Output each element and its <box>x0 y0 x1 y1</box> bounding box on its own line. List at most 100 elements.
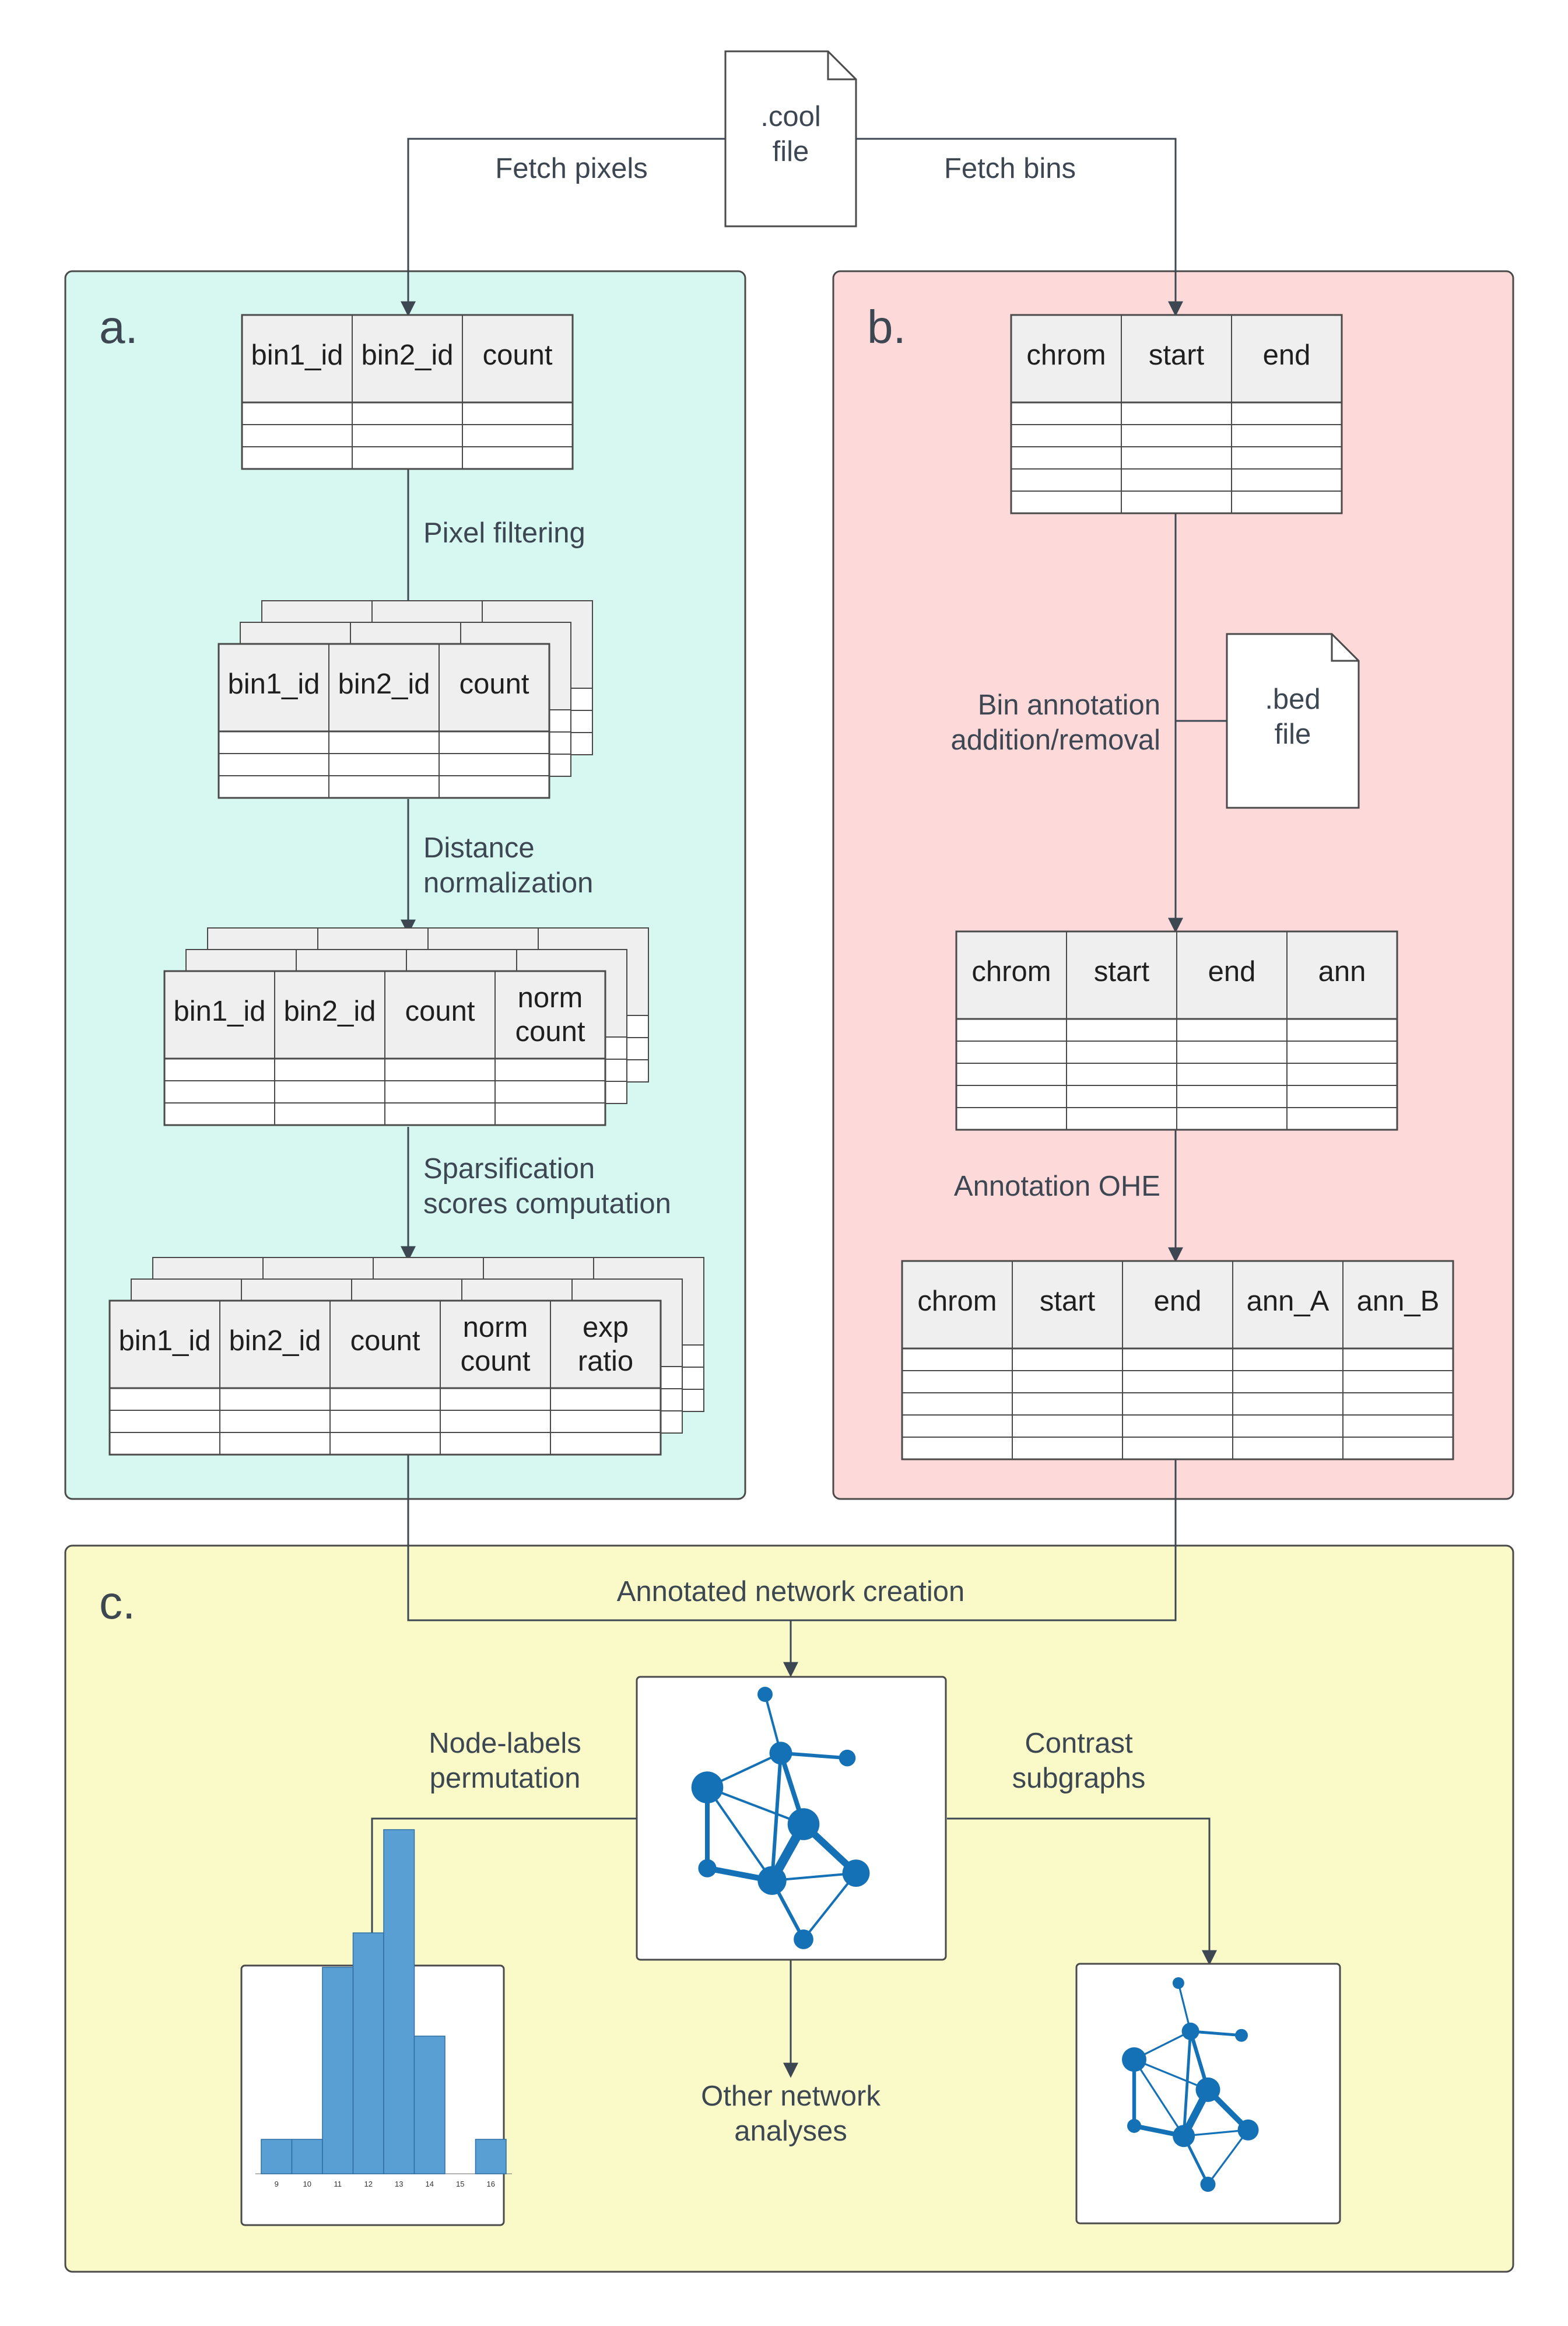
pixel-filtering-label: Pixel filtering <box>423 517 585 549</box>
connectors <box>364 138 1227 2078</box>
histogram-bar <box>291 2139 323 2174</box>
fetch-bins-label: Fetch bins <box>944 153 1076 184</box>
graph-edge <box>706 1786 805 1826</box>
graph-node <box>787 1808 820 1840</box>
column-header: end <box>1208 956 1256 987</box>
graph-node <box>1237 2119 1259 2141</box>
histogram-tick-label: 12 <box>364 2180 373 2188</box>
column-header: bin2_id <box>338 668 430 700</box>
bed-file-line2: file <box>1275 719 1311 750</box>
graph-node <box>757 1687 773 1702</box>
histogram-bar <box>261 2139 293 2174</box>
column-header: bin2_id <box>283 996 376 1027</box>
graph-node <box>1127 2118 1141 2133</box>
column-header: bin2_id <box>361 339 453 371</box>
contrast-label-1: Contrast <box>1025 1728 1133 1759</box>
graph-node <box>1172 1977 1184 1989</box>
graph-edge <box>802 1872 857 1940</box>
histogram-tick-label: 15 <box>456 2180 464 2188</box>
histogram-bar <box>352 1932 384 2174</box>
column-header: ann_A <box>1247 1285 1330 1317</box>
table-header-row <box>241 314 574 404</box>
graph-node <box>1181 2022 1199 2040</box>
graph-edge <box>706 1786 773 1882</box>
histogram-tick-label: 11 <box>334 2180 342 2188</box>
column-header: chrom <box>917 1285 997 1317</box>
histogram-bar <box>475 2139 507 2174</box>
graph-node <box>1200 2177 1216 2192</box>
graph-edge <box>1206 2129 1250 2185</box>
graph-node <box>1173 2125 1195 2148</box>
column-header: bin1_id <box>227 668 320 700</box>
contrast-label-2: subgraphs <box>1012 1763 1146 1794</box>
column-header: end <box>1154 1285 1202 1317</box>
cool-file-line1: .cool <box>760 101 821 132</box>
panel-a-label: a. <box>99 301 138 353</box>
table-header-row <box>218 643 550 733</box>
bin-annotation-label-2: addition/removal <box>950 724 1160 756</box>
distance-norm-label-2: normalization <box>423 867 593 899</box>
graph-node <box>698 1859 717 1877</box>
graph-edge <box>1182 2030 1192 2138</box>
graph-edge <box>1133 2058 1185 2137</box>
histogram-tick-label: 14 <box>426 2180 434 2188</box>
column-header: bin1_id <box>118 1325 211 1357</box>
graph-node <box>839 1749 856 1767</box>
graph-node <box>842 1859 870 1887</box>
bed-file-line1: .bed <box>1265 684 1320 715</box>
node-labels-label-2: permutation <box>430 1763 581 1794</box>
column-header: count <box>405 996 475 1027</box>
panel-b <box>832 270 1514 1500</box>
graph-node <box>1235 2029 1248 2042</box>
column-header: start <box>1094 956 1150 987</box>
histogram-tick-label: 16 <box>487 2180 495 2188</box>
node-labels-label-1: Node-labels <box>429 1728 581 1759</box>
column-header: count <box>483 339 553 371</box>
column-header: ann <box>1318 956 1366 987</box>
bed-file-icon: .bed file <box>1226 633 1360 809</box>
column-header: exp <box>583 1312 629 1343</box>
panel-a <box>64 270 746 1500</box>
table-header-row <box>901 1260 1454 1350</box>
graph-node <box>691 1771 724 1803</box>
table-header-row <box>108 1299 662 1389</box>
column-header: ratio <box>578 1346 633 1377</box>
histogram-tick-label: 13 <box>395 2180 403 2188</box>
column-header: bin1_id <box>173 996 265 1027</box>
sparsification-label-1: Sparsification <box>423 1153 595 1185</box>
column-header: count <box>461 1346 531 1377</box>
contrast-subgraph <box>1122 1977 1259 2192</box>
graph-node <box>757 1866 787 1895</box>
fetch-pixels-label: Fetch pixels <box>495 153 647 184</box>
histogram-tick-label: 9 <box>275 2180 279 2188</box>
table-a1: bin1_id bin2_id count <box>241 314 574 470</box>
column-header: count <box>515 1016 585 1048</box>
column-header: chrom <box>1026 339 1106 371</box>
graph-edge <box>1133 2058 1209 2091</box>
column-header: bin1_id <box>251 339 343 371</box>
column-header: ann_B <box>1357 1285 1440 1317</box>
graph-node <box>794 1929 813 1949</box>
panel-c-label: c. <box>99 1577 135 1628</box>
histogram-bar <box>413 2036 446 2174</box>
annotation-ohe-label: Annotation OHE <box>954 1171 1160 1202</box>
cool-file-icon: .cool file <box>724 50 857 227</box>
table-a2: bin1_id bin2_id count <box>218 600 593 799</box>
table-header-row <box>1010 314 1343 404</box>
histogram-bar <box>322 1967 354 2174</box>
histogram-tick-label: 10 <box>303 2180 311 2188</box>
distance-norm-label-1: Distance <box>423 832 535 864</box>
panel-b-label: b. <box>867 301 906 353</box>
histogram-bar <box>383 1829 415 2174</box>
column-header: count <box>459 668 529 700</box>
other-analyses-label-1: Other network <box>701 2080 881 2112</box>
graph-edge <box>770 1751 783 1883</box>
column-header: norm <box>518 982 583 1014</box>
